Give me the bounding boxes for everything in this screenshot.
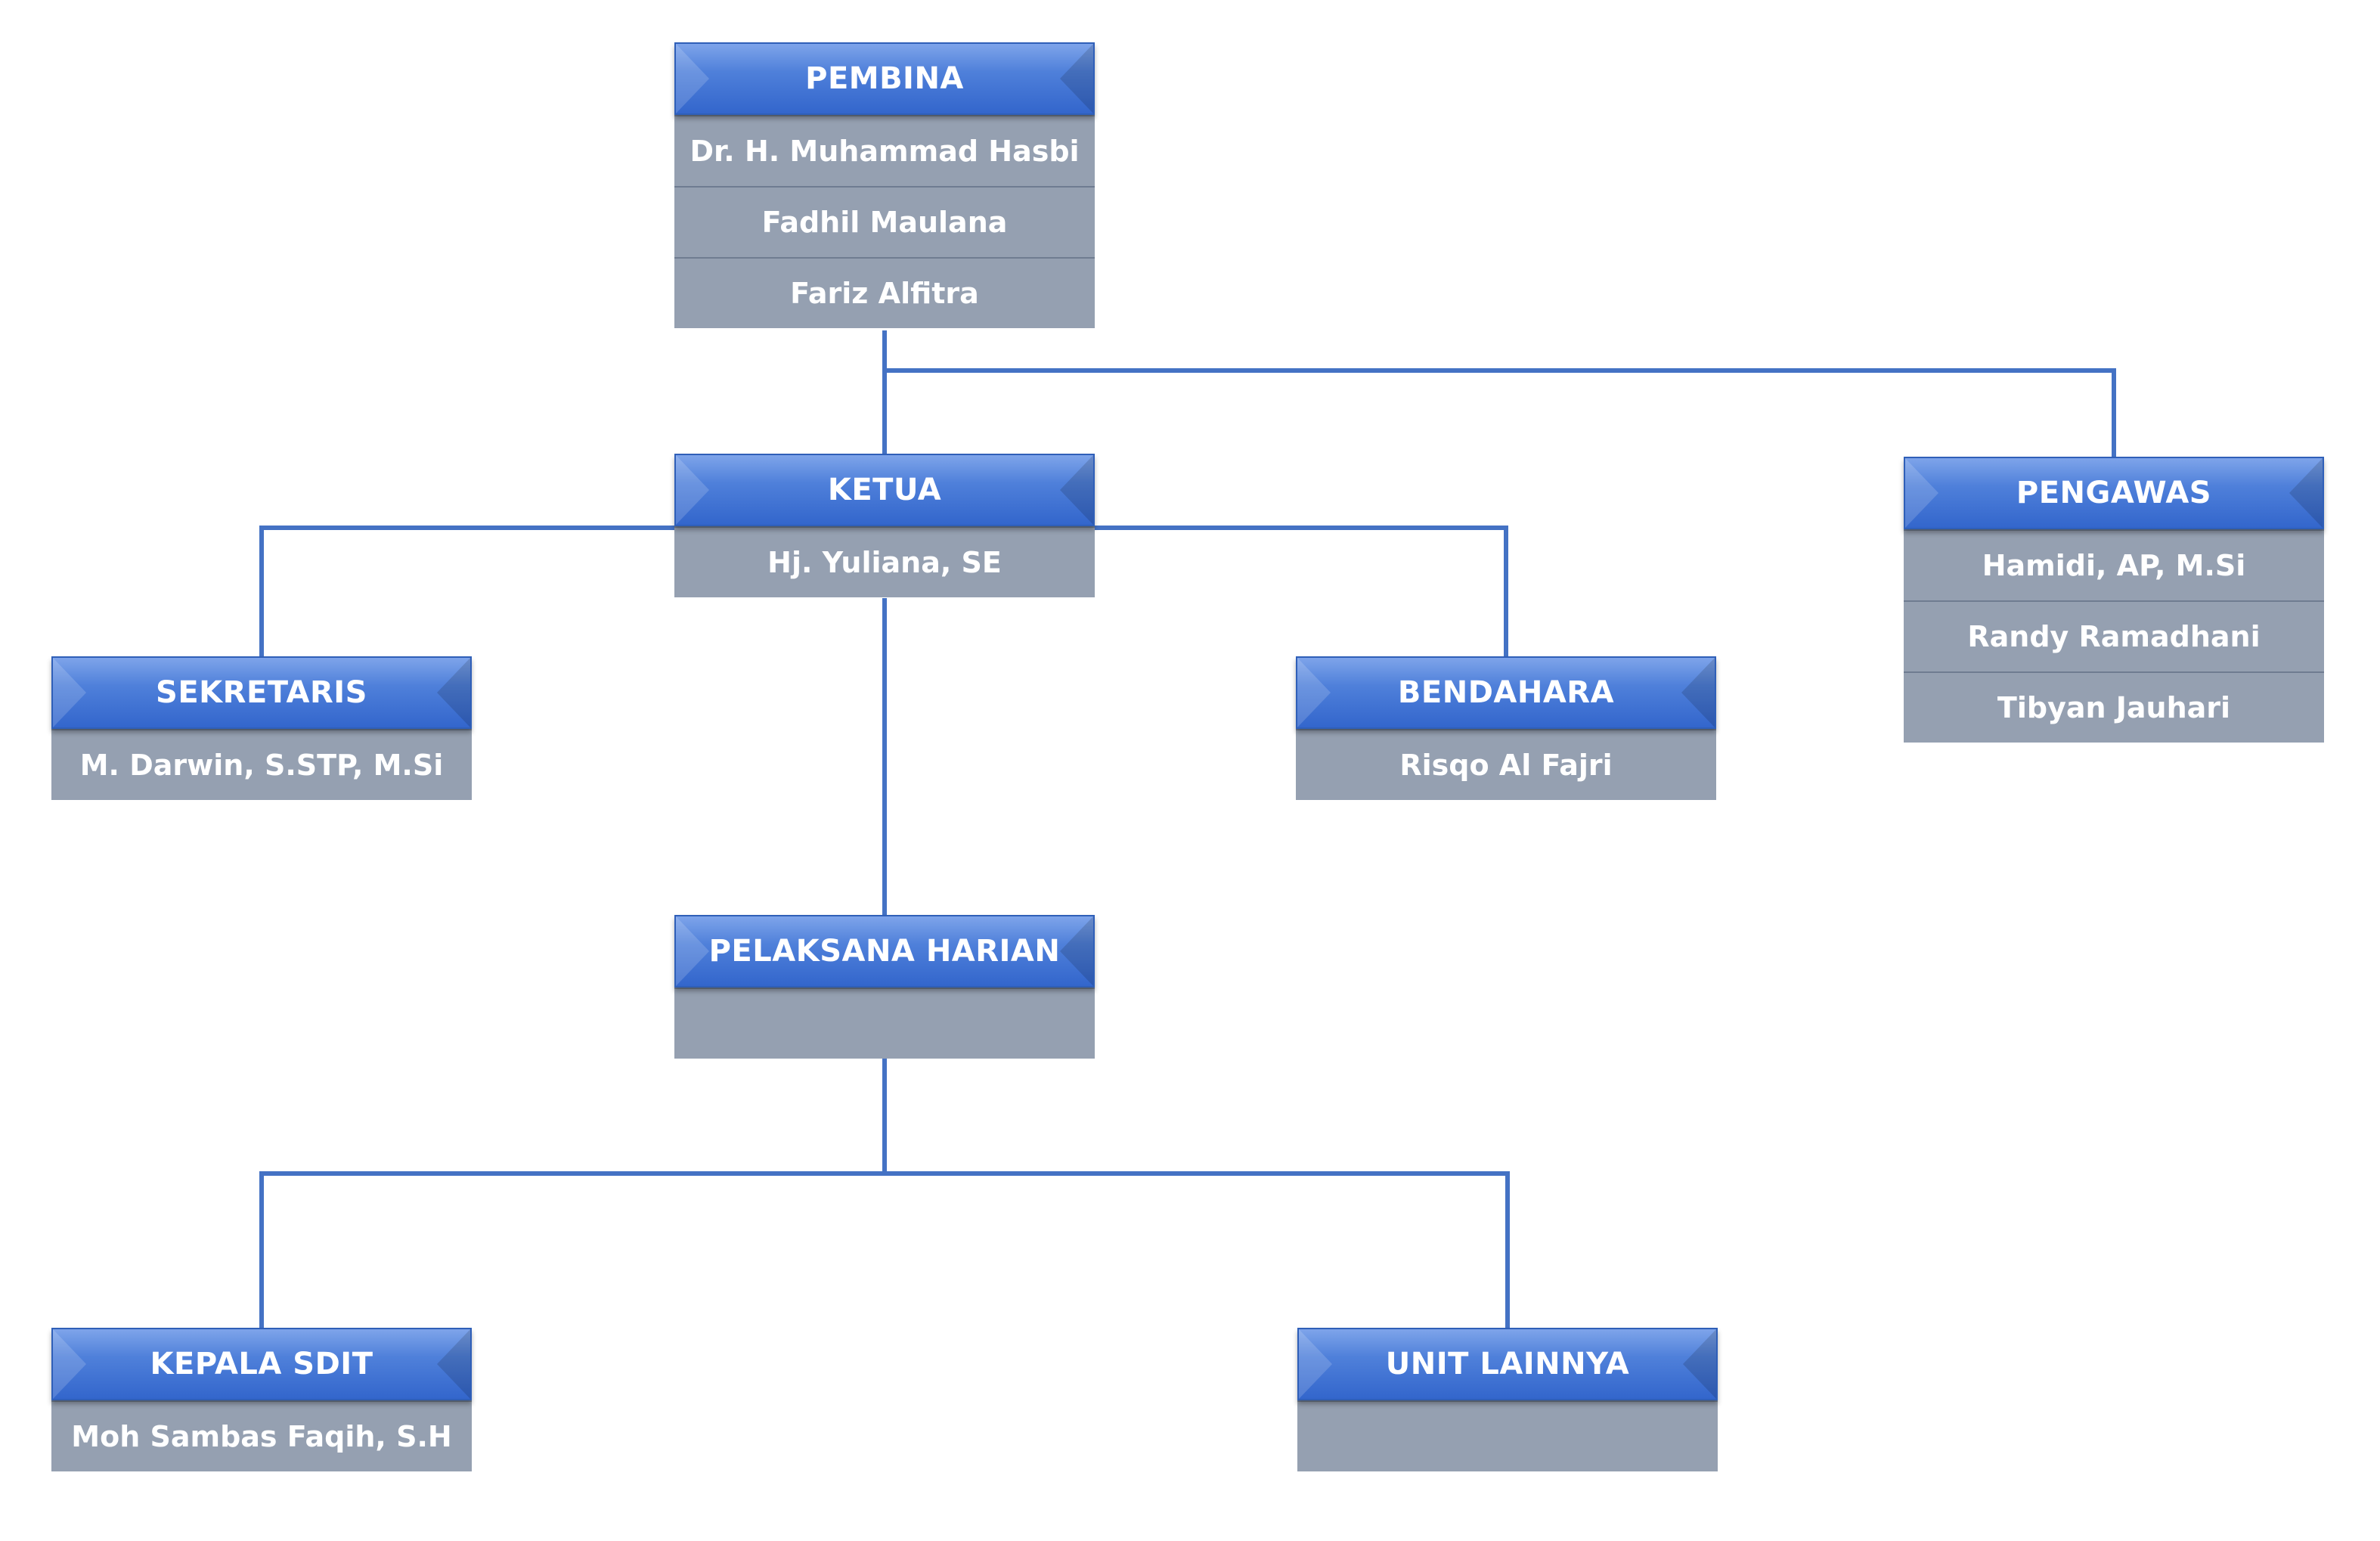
connector-pembina-pengawas xyxy=(882,368,2116,459)
node-pengawas: PENGAWAS Hamidi, AP, M.Si Randy Ramadhan… xyxy=(1904,457,2324,743)
node-header: BENDAHARA xyxy=(1296,656,1716,729)
node-title: UNIT LAINNYA xyxy=(1385,1347,1630,1381)
node-header: UNIT LAINNYA xyxy=(1297,1328,1718,1400)
node-unit-lainnya: UNIT LAINNYA xyxy=(1297,1328,1718,1471)
node-member: Dr. H. Muhammad Hasbi xyxy=(674,115,1095,186)
node-header: SEKRETARIS xyxy=(51,656,472,729)
node-title: SEKRETARIS xyxy=(156,675,367,710)
node-header: KEPALA SDIT xyxy=(51,1328,472,1400)
node-member: Hj. Yuliana, SE xyxy=(674,526,1095,597)
node-member: Fadhil Maulana xyxy=(674,186,1095,257)
node-title: BENDAHARA xyxy=(1397,675,1615,710)
node-member: Hamidi, AP, M.Si xyxy=(1904,529,2324,600)
node-header: PELAKSANA HARIAN xyxy=(674,915,1095,988)
node-member xyxy=(1297,1400,1718,1471)
node-member: M. Darwin, S.STP, M.Si xyxy=(51,729,472,800)
node-title: KETUA xyxy=(827,473,942,507)
node-header: PEMBINA xyxy=(674,42,1095,115)
node-member: Randy Ramadhani xyxy=(1904,600,2324,671)
node-member: Moh Sambas Faqih, S.H xyxy=(51,1400,472,1471)
node-title: KEPALA SDIT xyxy=(150,1347,373,1381)
node-header: PENGAWAS xyxy=(1904,457,2324,529)
node-title: PEMBINA xyxy=(805,61,964,96)
node-pembina: PEMBINA Dr. H. Muhammad Hasbi Fadhil Mau… xyxy=(674,42,1095,328)
node-ketua: KETUA Hj. Yuliana, SE xyxy=(674,454,1095,597)
connector-units-bar xyxy=(259,1171,1510,1330)
node-kepala-sdit: KEPALA SDIT Moh Sambas Faqih, S.H xyxy=(51,1328,472,1471)
node-title: PELAKSANA HARIAN xyxy=(708,934,1061,969)
connector-ketua-sekretaris xyxy=(259,526,677,659)
node-sekretaris: SEKRETARIS M. Darwin, S.STP, M.Si xyxy=(51,656,472,800)
node-pelaksana-harian: PELAKSANA HARIAN xyxy=(674,915,1095,1059)
connector-ketua-bendahara xyxy=(1092,526,1508,659)
node-member: Risqo Al Fajri xyxy=(1296,729,1716,800)
node-bendahara: BENDAHARA Risqo Al Fajri xyxy=(1296,656,1716,800)
node-member xyxy=(674,988,1095,1059)
node-title: PENGAWAS xyxy=(2016,476,2212,510)
node-member: Tibyan Jauhari xyxy=(1904,671,2324,743)
node-header: KETUA xyxy=(674,454,1095,526)
node-member: Fariz Alfitra xyxy=(674,257,1095,328)
